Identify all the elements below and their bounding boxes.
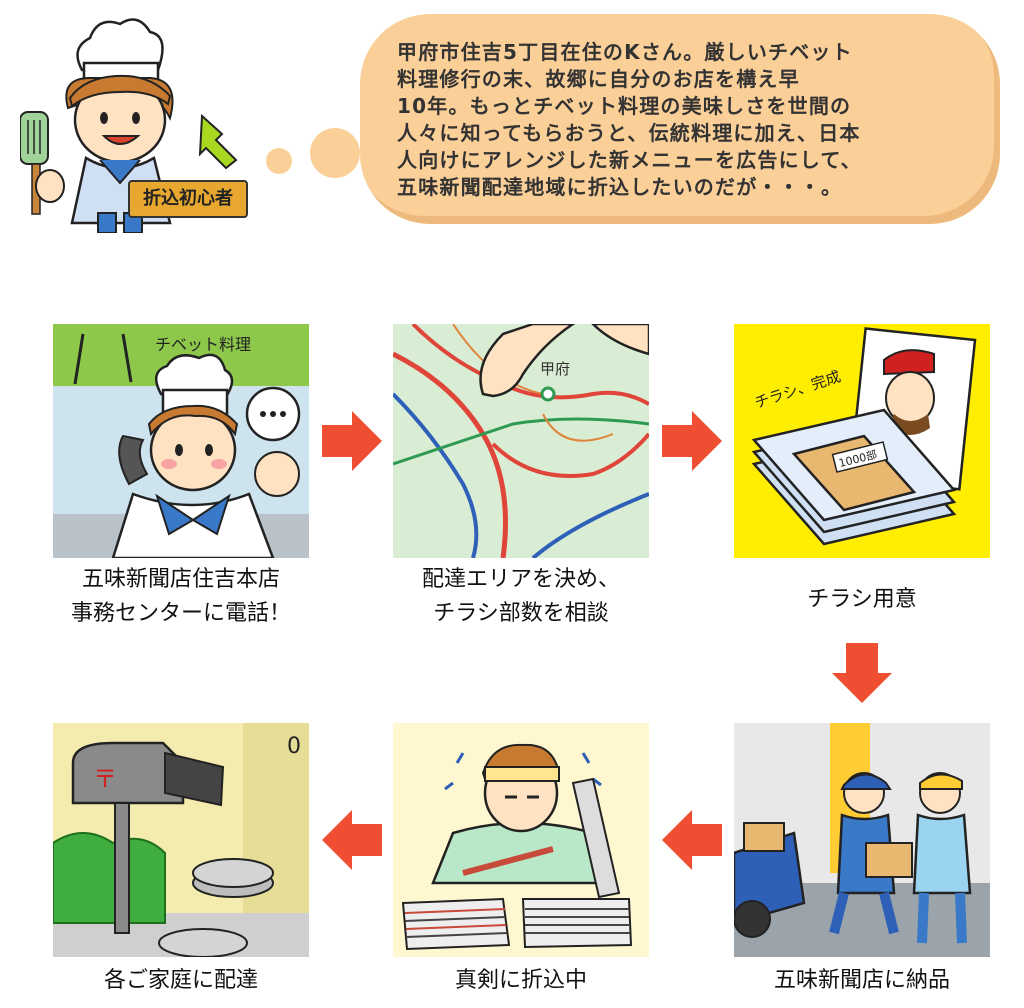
arrow-left-1-icon: [662, 810, 722, 870]
step-1-caption: 五味新聞店住吉本店 事務センターに電話！: [70, 567, 291, 626]
step-6-panel: 0 〒: [53, 723, 309, 957]
step-2-map-label: 甲府: [540, 360, 570, 378]
beginner-badge: 折込初心者: [128, 180, 248, 218]
step-6-caption: 各ご家庭に配達: [103, 968, 258, 993]
step-1-sign: チベット料理: [155, 335, 251, 354]
step-5-panel: [393, 723, 649, 957]
arrow-left-2-icon: [322, 810, 382, 870]
beginner-chef-illustration: 折込初心者: [19, 8, 255, 234]
step-2-panel: 甲府: [393, 324, 649, 558]
step-1-panel: チベット料理: [53, 324, 309, 558]
flyer-stack-left: [401, 897, 511, 951]
thought-dot-small: [266, 148, 292, 174]
arrow-right-2-icon: [662, 411, 722, 471]
speech-bubble-text: 甲府市住吉5丁目在住のKさん。厳しいチベット 料理修行の末、故郷に自分のお店を構…: [397, 40, 862, 199]
speech-bubble: 甲府市住吉5丁目在住のKさん。厳しいチベット 料理修行の末、故郷に自分のお店を構…: [360, 14, 1000, 224]
step-4-panel: [734, 723, 990, 957]
step-2-caption: 配達エリアを決め、 チラシ部数を相談: [421, 567, 620, 626]
step-6-wall-number: 0: [287, 734, 301, 759]
svg-text:〒: 〒: [93, 765, 117, 793]
step-5-caption: 真剣に折込中: [454, 968, 587, 993]
arrow-down-icon: [832, 643, 892, 703]
step-3-caption: チラシ用意: [807, 587, 917, 612]
arrow-right-1-icon: [322, 411, 382, 471]
step-3-panel: チラシ、完成 1000部: [734, 324, 990, 558]
thought-dot-large: [310, 128, 360, 178]
step-4-caption: 五味新聞店に納品: [773, 968, 950, 993]
flyer-stack-right: [521, 898, 633, 949]
